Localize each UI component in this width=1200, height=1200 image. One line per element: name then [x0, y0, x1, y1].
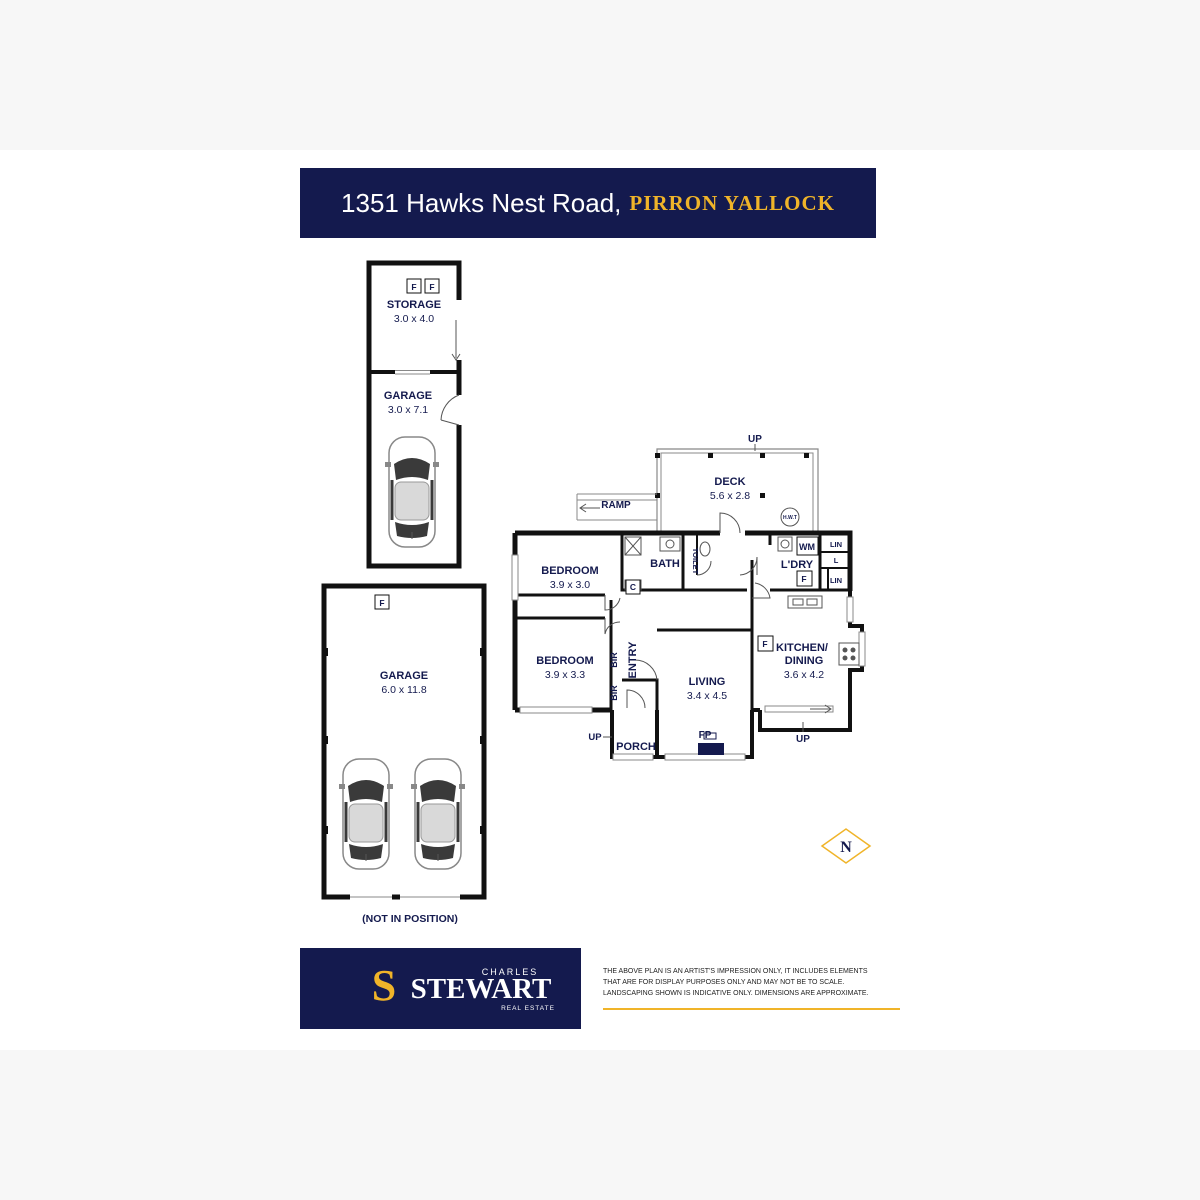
- fireplace-label: FP: [699, 730, 712, 741]
- linen-small-label: L: [834, 556, 839, 565]
- car-icon: [337, 757, 395, 871]
- street-address: 1351 Hawks Nest Road,: [341, 187, 622, 218]
- disclaimer-line-1: THE ABOVE PLAN IS AN ARTIST'S IMPRESSION…: [603, 968, 868, 975]
- garage-large-dims: 6.0 x 11.8: [381, 684, 426, 696]
- bedroom1-dims: 3.9 x 3.0: [550, 579, 590, 591]
- ramp-label: RAMP: [601, 500, 631, 511]
- disclaimer-line-3: LANDSCAPING SHOWN IS INDICATIVE ONLY. DI…: [603, 990, 869, 997]
- hot-water-tank: H.W.T: [783, 515, 797, 521]
- bir-label-1: BIR: [609, 652, 619, 668]
- porch-up-label: UP: [588, 732, 602, 743]
- north-compass: N: [820, 828, 872, 864]
- logo-bottom-text: REAL ESTATE: [501, 1005, 555, 1012]
- garage-large-label: GARAGE: [380, 670, 428, 682]
- bir-label-2: BIR: [609, 685, 619, 701]
- bath-label: BATH: [650, 558, 680, 570]
- washing-machine-label: WM: [799, 542, 815, 552]
- laundry-fridge: F: [801, 574, 806, 584]
- outbuilding-large-garage: F GARAGE 6.0 x 11.8 (NOT IN POSITION): [321, 583, 487, 925]
- address-header: 1351 Hawks Nest Road, PIRRON YALLOCK: [300, 168, 876, 238]
- living-label: LIVING: [689, 676, 726, 688]
- car-icon: [409, 757, 467, 871]
- deck-area: UP DECK 5.6 x 2.8 H.W.T RAMP: [576, 434, 819, 533]
- kitchen-label-2: DINING: [785, 655, 824, 667]
- laundry-label: L'DRY: [781, 559, 814, 571]
- logo-monogram: S: [372, 961, 396, 1010]
- bedroom2-label: BEDROOM: [536, 655, 593, 667]
- bedroom1-label: BEDROOM: [541, 565, 598, 577]
- storage-fridge-1: F: [411, 282, 416, 292]
- deck-label: DECK: [714, 476, 745, 488]
- toilet-label: TOILET: [691, 548, 700, 575]
- storage-fridge-2: F: [429, 282, 434, 292]
- garage-large-fridge: F: [379, 598, 384, 608]
- garage-small-dims: 3.0 x 7.1: [388, 404, 428, 416]
- outbuilding-storage-garage: F F STORAGE 3.0 x 4.0 GARAGE 3.0 x 7.1: [366, 260, 462, 569]
- linen-label-2: LIN: [830, 576, 842, 585]
- living-dims: 3.4 x 4.5: [687, 690, 727, 702]
- deck-dims: 5.6 x 2.8: [710, 490, 750, 502]
- sheet: [0, 150, 1200, 1050]
- kitchen-fridge: F: [762, 639, 767, 649]
- logo-top-text: CHARLES: [482, 967, 539, 977]
- kitchen-up-label: UP: [796, 734, 810, 745]
- agency-logo: S CHARLES STEWART REAL ESTATE: [300, 948, 581, 1029]
- disclaimer-text: THE ABOVE PLAN IS AN ARTIST'S IMPRESSION…: [603, 966, 901, 999]
- suburb-name: PIRRON YALLOCK: [629, 190, 835, 215]
- logo-main-text: STEWART: [411, 973, 552, 1005]
- windows: [511, 554, 866, 761]
- entry-label: ENTRY: [627, 641, 639, 679]
- linen-label-1: LIN: [830, 540, 842, 549]
- north-label: N: [840, 839, 852, 856]
- kitchen-label-1: KITCHEN/: [776, 642, 828, 654]
- car-icon: [383, 435, 441, 549]
- not-in-position-note: (NOT IN POSITION): [362, 913, 458, 925]
- bedroom2-dims: 3.9 x 3.3: [545, 669, 585, 681]
- fixtures: [624, 536, 860, 755]
- porch-label: PORCH: [616, 741, 656, 753]
- storage-label: STORAGE: [387, 299, 441, 311]
- storage-dims: 3.0 x 4.0: [394, 313, 434, 325]
- garage-small-label: GARAGE: [384, 390, 432, 402]
- cupboard-label: C: [630, 582, 636, 592]
- deck-up-label: UP: [748, 434, 762, 445]
- kitchen-dims: 3.6 x 4.2: [784, 669, 824, 681]
- disclaimer-rule: [603, 1008, 900, 1010]
- disclaimer-line-2: THAT ARE FOR DISPLAY PURPOSES ONLY AND M…: [603, 979, 845, 986]
